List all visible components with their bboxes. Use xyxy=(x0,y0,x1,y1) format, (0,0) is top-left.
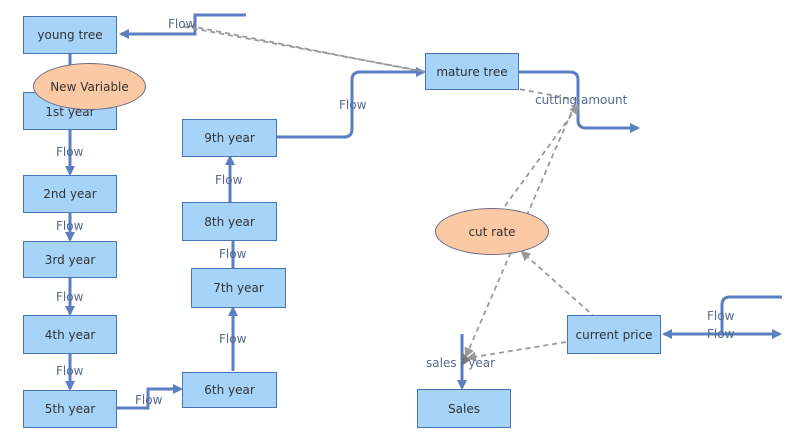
flow-inflow-young-tree[interactable] xyxy=(119,13,246,39)
flow-label-year6-year7: Flow xyxy=(219,332,247,346)
stock-9th-year[interactable]: 9th year xyxy=(182,119,277,157)
flow-label-current-price-in: Flow xyxy=(707,309,735,323)
flow-label-year9-mature: Flow xyxy=(339,98,367,112)
stock-4th-year[interactable]: 4th year xyxy=(23,315,117,354)
flow-year9-to-mature[interactable] xyxy=(277,67,426,139)
flow-year5-to-year6[interactable] xyxy=(117,384,183,410)
stock-5th-year[interactable]: 5th year xyxy=(23,390,117,428)
sales-valve-icon xyxy=(462,352,470,366)
flow-label-cutting-amount: cutting amount xyxy=(535,93,628,107)
flow-label-sales-year: sales / year xyxy=(426,356,496,370)
stock-sales[interactable]: Sales xyxy=(417,389,511,428)
flow-label-current-price-out: Flow xyxy=(707,327,735,341)
flow-label-year4-year5: Flow xyxy=(56,364,84,378)
variable-new-variable[interactable]: New Variable xyxy=(33,63,146,110)
stock-7th-year[interactable]: 7th year xyxy=(191,268,286,308)
flow-label-year8-year9: Flow xyxy=(215,173,243,187)
variable-cut-rate[interactable]: cut rate xyxy=(435,208,549,255)
stock-3rd-year[interactable]: 3rd year xyxy=(23,241,117,278)
link-cutrate-to-cutting xyxy=(504,104,580,207)
stock-8th-year[interactable]: 8th year xyxy=(182,202,277,241)
stock-young-tree[interactable]: young tree xyxy=(23,16,117,54)
stock-6th-year[interactable]: 6th year xyxy=(182,372,277,408)
flow-label-young-tree: Flow xyxy=(168,17,196,31)
stock-current-price[interactable]: current price xyxy=(567,315,661,354)
flow-label-year1-year2: Flow xyxy=(56,145,84,159)
stock-2nd-year[interactable]: 2nd year xyxy=(23,175,117,213)
flow-label-year3-year4: Flow xyxy=(56,290,84,304)
link-price-to-sales xyxy=(466,341,567,362)
flow-label-year7-year8: Flow xyxy=(219,247,247,261)
stock-mature-tree[interactable]: mature tree xyxy=(425,53,519,90)
link-mature-to-young-flow xyxy=(184,24,425,73)
flow-label-year5-year6: Flow xyxy=(135,393,163,407)
flow-current-price-in[interactable] xyxy=(662,295,782,339)
link-price-to-cutrate xyxy=(520,250,597,319)
flow-label-year2-year3: Flow xyxy=(56,219,84,233)
